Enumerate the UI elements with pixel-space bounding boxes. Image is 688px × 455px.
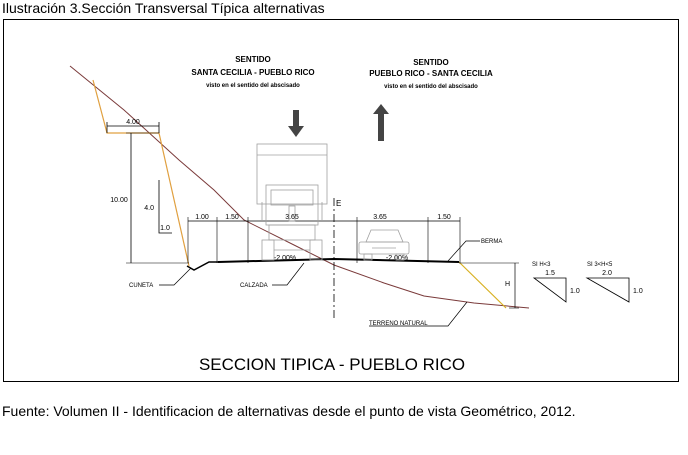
slope-table-1-v: 1.0 <box>570 288 580 295</box>
direction-right-heading: SENTIDO <box>413 58 449 67</box>
terreno-leader <box>369 301 468 327</box>
fill-slope-line <box>458 261 507 309</box>
natural-terrain-line <box>69 65 530 309</box>
arrow-up-icon <box>373 104 389 141</box>
direction-right-route: PUEBLO RICO - SANTA CECILIA <box>369 69 493 78</box>
calzada-leader <box>272 262 305 286</box>
cuneta-label: CUNETA <box>129 283 153 289</box>
dim-height: 10.00 <box>110 197 128 204</box>
figure-caption: Ilustración 3.Sección Transversal Típica… <box>2 0 325 16</box>
road-surface <box>217 257 460 263</box>
direction-left-note: visto en el sentido del abscisado <box>206 83 300 89</box>
figure-source: Fuente: Volumen II - Identificacion de a… <box>2 403 576 419</box>
slope-table-2-h: 2.0 <box>602 270 612 277</box>
slope-table-2-v: 1.0 <box>633 288 643 295</box>
car-icon <box>358 229 410 261</box>
calzada-label: CALZADA <box>240 283 268 289</box>
terreno-label: TERRENO NATURAL <box>369 321 428 327</box>
slope-table-1-triangle <box>532 277 567 303</box>
slope-triangle-left <box>158 180 172 234</box>
drawing-frame: 4.00 10.00 4.0 1.0 1.00 1.50 3.65 3.65 1… <box>3 19 679 382</box>
direction-right-note: visto en el sentido del abscisado <box>384 84 478 90</box>
truck-icon <box>256 143 328 261</box>
slope-table-1-h: 1.5 <box>545 270 555 277</box>
direction-left-heading: SENTIDO <box>235 55 271 64</box>
drawing-title: SECCION TIPICA - PUEBLO RICO <box>199 355 465 374</box>
dim-left-lane: 3.65 <box>285 214 299 221</box>
dim-left-berm: 1.50 <box>225 214 239 221</box>
dim-right-lane: 3.65 <box>373 214 387 221</box>
cuneta-leader <box>159 267 192 286</box>
centerline-label: E <box>336 199 341 208</box>
berma-label: BERMA <box>481 239 502 245</box>
right-cross-slope: -2.00% <box>386 255 408 262</box>
cut-slope-line <box>92 79 190 267</box>
cross-section-drawing: 4.00 10.00 4.0 1.0 1.00 1.50 3.65 3.65 1… <box>69 55 643 374</box>
dim-right-berm: 1.50 <box>437 214 451 221</box>
left-cross-slope: -2.00% <box>274 255 296 262</box>
dim-top-width: 4.00 <box>126 119 140 126</box>
slope-table-1-condition: SI H<3 <box>532 262 551 268</box>
slope-v-label: 4.0 <box>144 205 154 212</box>
berma-leader <box>447 240 480 262</box>
slope-table-2-triangle <box>585 277 630 303</box>
cuneta-shape <box>186 261 218 271</box>
slope-table-2-condition: SI 3<H<5 <box>587 262 613 268</box>
slope-h-label: 1.0 <box>160 225 170 232</box>
h-label: H <box>505 281 510 288</box>
dim-cuneta-width: 1.00 <box>195 214 209 221</box>
arrow-down-icon <box>288 110 304 137</box>
direction-left-route: SANTA CECILIA - PUEBLO RICO <box>191 68 314 77</box>
